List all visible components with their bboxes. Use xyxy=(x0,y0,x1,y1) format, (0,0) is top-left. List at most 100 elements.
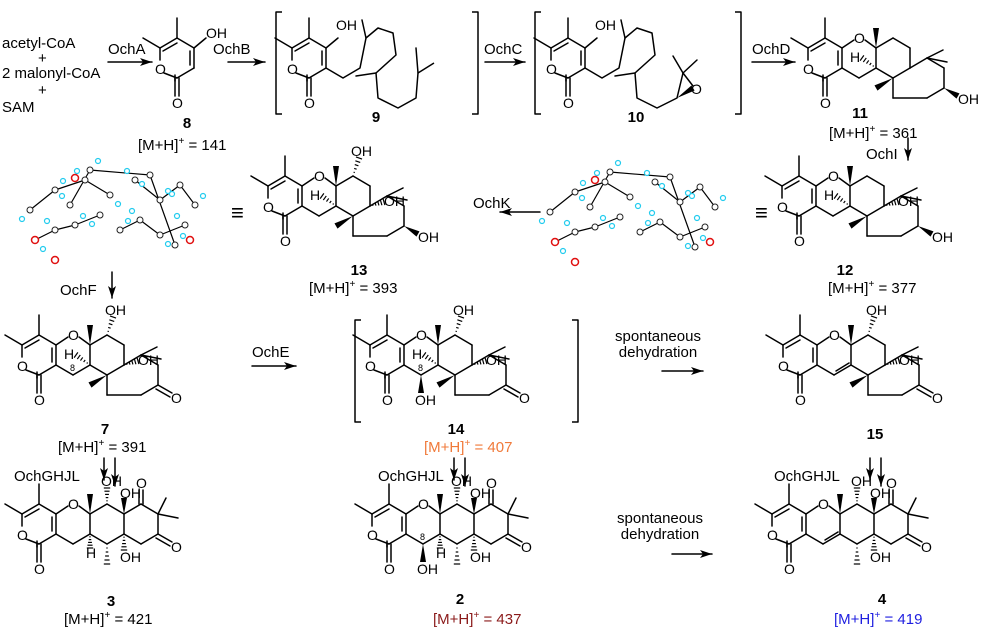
ring-bond xyxy=(21,334,40,346)
oxygen-atom: O xyxy=(382,392,393,408)
ms-label-14: [M+H]+ = 407 xyxy=(424,438,513,456)
ring-bond xyxy=(824,67,843,79)
ring-bond xyxy=(388,533,407,545)
double-bond xyxy=(774,508,790,518)
ring-bond xyxy=(422,533,441,545)
ortep-carbon-atom xyxy=(591,223,599,231)
hash-mark xyxy=(456,323,461,326)
hash-mark xyxy=(355,160,361,163)
ring-bond xyxy=(123,354,142,366)
ortep-carbon-atom xyxy=(96,211,104,219)
methyl-wedge xyxy=(435,325,441,345)
ortep-hydrogen-atom xyxy=(699,234,707,242)
hash-mark xyxy=(843,200,846,204)
ring-bond xyxy=(72,364,91,376)
arrowhead xyxy=(100,468,108,480)
methyl-wedge xyxy=(848,325,854,345)
ring-bond xyxy=(875,37,894,49)
hash-mark xyxy=(354,164,359,167)
oxygen-atom: O xyxy=(172,95,183,111)
methyl-wedge xyxy=(87,325,93,345)
hash-mark xyxy=(870,319,876,322)
hash-mark xyxy=(894,359,898,365)
ring-bond xyxy=(140,384,159,396)
ms-label-11: [M+H]+ = 361 xyxy=(829,124,918,142)
ring-bond xyxy=(106,503,125,515)
compound-number-15: 15 xyxy=(866,426,884,443)
ortep-carbon-atom xyxy=(651,178,659,186)
ortep-bond xyxy=(669,176,696,248)
double-bond xyxy=(372,339,388,349)
hydroxyl-label: OH xyxy=(120,549,141,565)
hash-mark xyxy=(136,357,140,365)
ring-bond xyxy=(55,533,74,545)
ortep-oxygen-atom xyxy=(70,173,80,183)
ring-bond xyxy=(308,67,327,79)
ring-bond xyxy=(267,175,286,187)
ms-label-13: [M+H]+ = 393 xyxy=(309,279,398,297)
methyl-wedge xyxy=(88,375,107,388)
ring-bond xyxy=(159,37,178,49)
compound-number-4: 4 xyxy=(877,591,887,608)
methyl-bond xyxy=(142,37,161,49)
methyl-bond xyxy=(488,354,510,360)
ring-bond xyxy=(106,364,125,376)
ortep-bond xyxy=(679,226,706,238)
ortep-carbon-atom xyxy=(146,171,154,179)
ring-bond xyxy=(456,533,475,545)
ring-bond xyxy=(822,533,841,545)
ketone-oxygen: O xyxy=(521,539,532,555)
hydroxyl-hash xyxy=(107,315,117,333)
ring-bond xyxy=(89,334,108,346)
ring-bond xyxy=(284,175,303,187)
hash-mark xyxy=(329,200,332,204)
oxygen-atom: O xyxy=(784,561,795,577)
ortep-hydrogen-atom xyxy=(658,182,666,190)
ring-bond xyxy=(386,225,405,237)
arrowhead xyxy=(140,58,152,66)
ortep-hydrogen-atom xyxy=(578,194,586,202)
hash-mark xyxy=(888,203,891,206)
ring-oxygen-atom: O xyxy=(365,358,376,374)
ring-bond xyxy=(867,334,886,346)
ketone-bond xyxy=(505,537,521,547)
ring-bond xyxy=(123,503,142,515)
ring-oxygen-atom: O xyxy=(17,358,28,374)
ortep-hydrogen-atom xyxy=(563,219,571,227)
ms-label-2: [M+H]+ = 437 xyxy=(433,610,522,628)
methyl-bond xyxy=(157,513,179,519)
ortep-carbon-atom xyxy=(86,166,94,174)
ketone-oxygen: O xyxy=(486,475,497,491)
ring-bond xyxy=(388,503,407,515)
ring-bond xyxy=(883,195,902,207)
ortep-bond xyxy=(639,221,661,233)
ring-bond xyxy=(488,354,507,366)
hydroxyl-label: OH xyxy=(851,473,872,489)
ortep-oxygen-atom xyxy=(50,255,60,265)
ring-bond xyxy=(284,205,303,217)
hydroxyl-wedge xyxy=(944,88,960,99)
ether-bond xyxy=(805,505,819,515)
epoxide-bond xyxy=(682,72,694,87)
ring-bond xyxy=(38,334,57,346)
methyl-bond xyxy=(765,334,784,346)
ortep-hydrogen-atom xyxy=(593,169,601,177)
epoxide-wedge xyxy=(677,85,695,98)
compound-number-7: 7 xyxy=(100,421,110,438)
arrowhead xyxy=(877,474,885,486)
ketone-oxygen: O xyxy=(921,539,932,555)
ms-label-12: [M+H]+ = 377 xyxy=(828,279,917,297)
ring-bond xyxy=(890,533,909,545)
compound-number-12: 12 xyxy=(836,262,854,279)
compound-number-3: 3 xyxy=(106,593,116,610)
hydroxyl-wedge xyxy=(918,226,934,237)
crystal-structure-13 xyxy=(18,157,207,265)
methyl-bond xyxy=(354,503,373,515)
h-hash xyxy=(859,55,875,67)
hydrogen-label: H xyxy=(412,346,423,362)
ring-bond xyxy=(850,334,869,346)
enzyme-label-ochi: OchI xyxy=(866,146,898,163)
ring-bond xyxy=(473,503,492,515)
pyran-oxygen: O xyxy=(314,168,325,184)
hydroxyl-label: OH xyxy=(105,302,126,318)
